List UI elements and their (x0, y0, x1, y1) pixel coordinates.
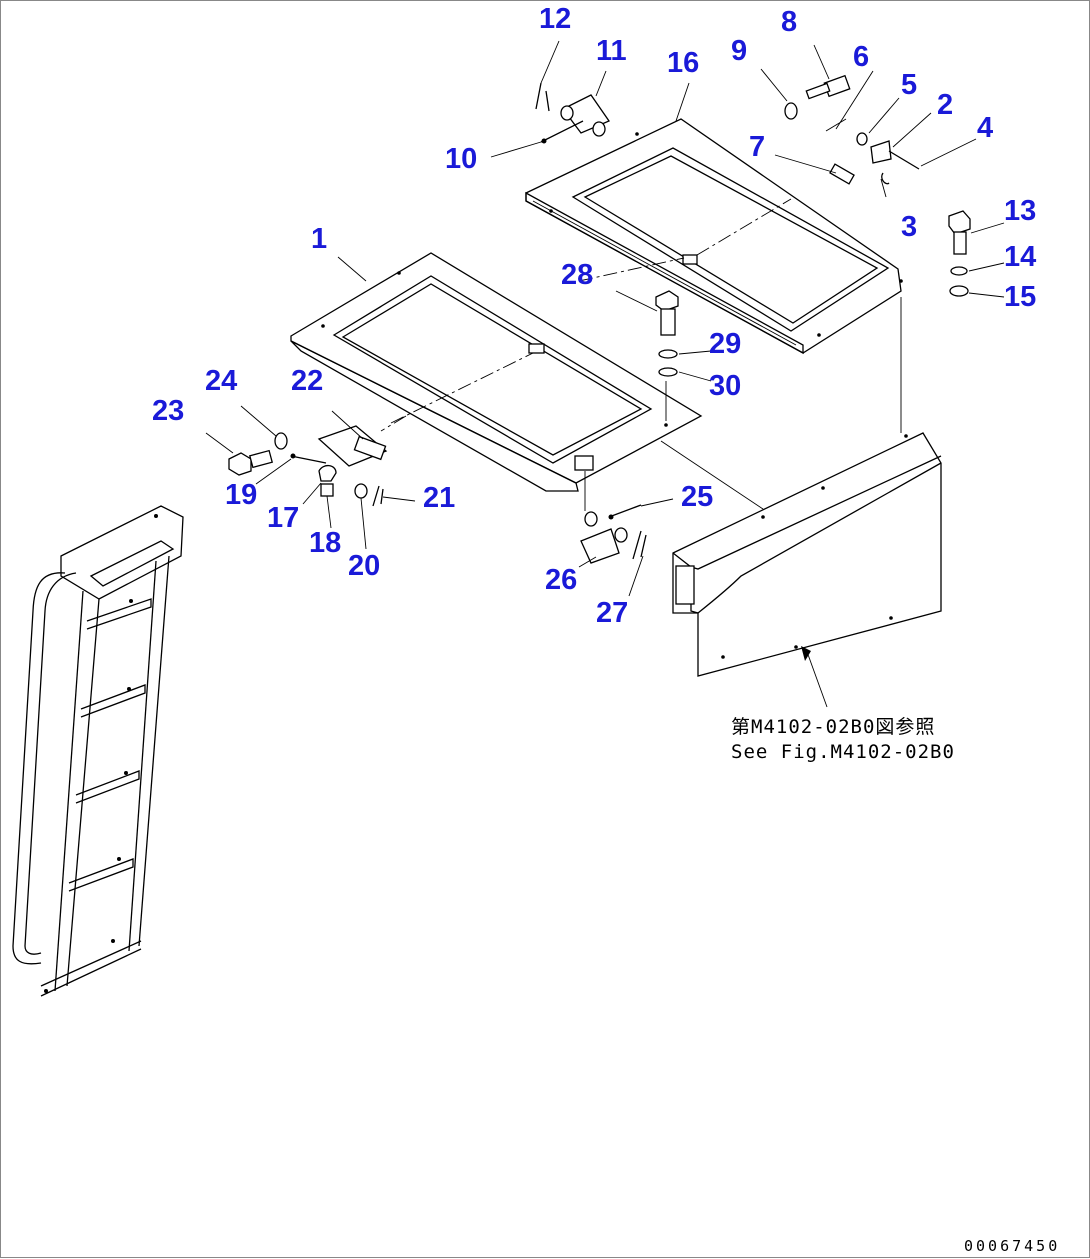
callout-19: 19 (225, 479, 258, 511)
callout-13: 13 (1004, 195, 1037, 227)
callout-28: 28 (561, 259, 594, 291)
callout-8: 8 (781, 6, 798, 38)
callout-27: 27 (596, 597, 629, 629)
right-bolts (655, 210, 971, 377)
callout-12: 12 (539, 3, 572, 35)
callout-11: 11 (596, 35, 627, 67)
callout-17: 17 (267, 502, 300, 534)
callout-9: 9 (731, 35, 748, 67)
callout-21: 21 (423, 482, 456, 514)
callout-25: 25 (681, 481, 714, 513)
callout-18: 18 (309, 527, 342, 559)
frame-bracket (660, 297, 942, 677)
callout-6: 6 (853, 41, 870, 73)
leader-lines (205, 40, 1005, 708)
ladder (12, 505, 184, 997)
lower-hatch-cover (290, 252, 703, 492)
callout-20: 20 (348, 550, 381, 582)
right-hinge-hardware (580, 471, 647, 564)
callout-7: 7 (749, 131, 766, 163)
callout-2: 2 (937, 89, 954, 121)
callout-26: 26 (545, 564, 578, 596)
callout-23: 23 (152, 395, 185, 427)
upper-hardware (535, 74, 920, 185)
reference-note-en: See Fig.M4102-02B0 (731, 741, 955, 763)
callout-30: 30 (709, 370, 742, 402)
callout-24: 24 (205, 365, 238, 397)
callout-1: 1 (311, 223, 328, 255)
drawing-code: 00067450 (964, 1237, 1061, 1255)
callout-16: 16 (667, 47, 700, 79)
left-hinge-hardware (228, 425, 388, 507)
reference-note-jp: 第M4102-02B0図参照 (731, 716, 936, 738)
callout-15: 15 (1004, 281, 1037, 313)
callout-10: 10 (445, 143, 478, 175)
callout-4: 4 (977, 112, 994, 144)
callout-14: 14 (1004, 241, 1037, 273)
callout-5: 5 (901, 69, 918, 101)
upper-hatch-cover (525, 118, 903, 355)
callout-29: 29 (709, 328, 742, 360)
callout-3: 3 (901, 211, 918, 243)
callout-22: 22 (291, 365, 324, 397)
